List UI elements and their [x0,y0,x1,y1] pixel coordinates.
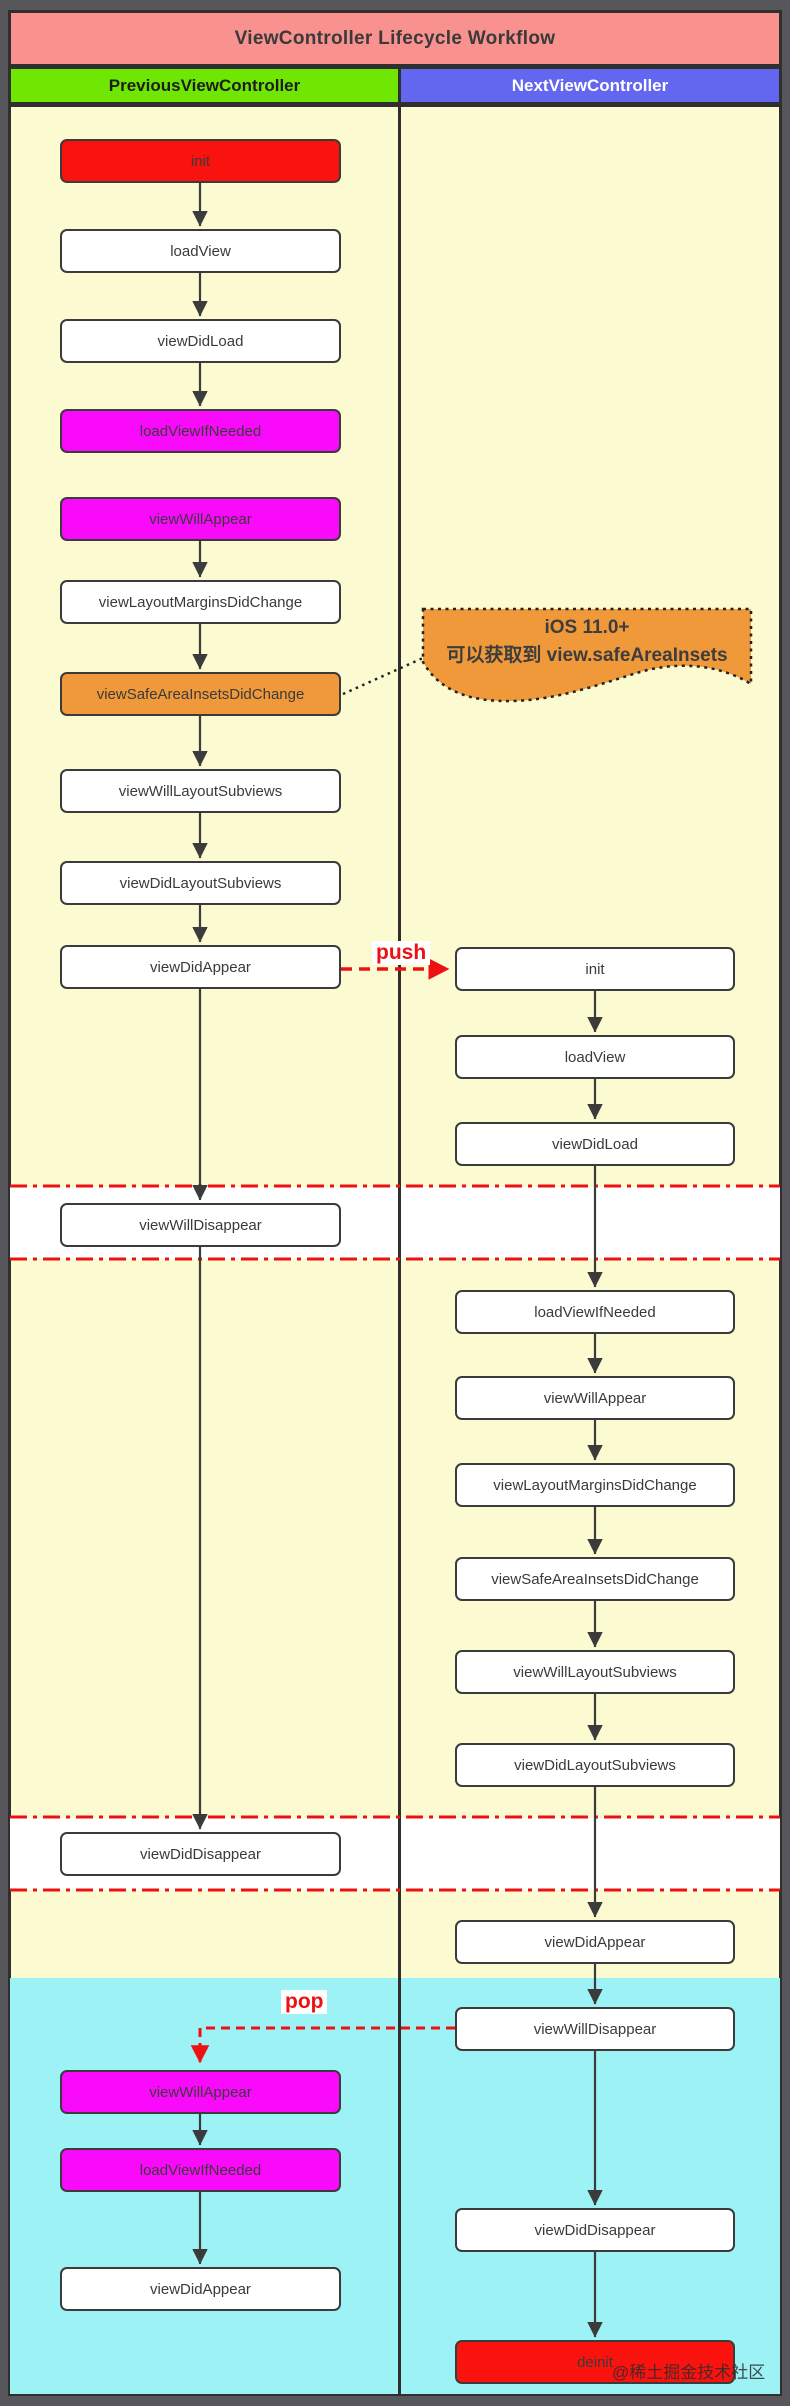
node-prev-viewwilllayoutsubviews: viewWillLayoutSubviews [60,769,341,813]
node-prev-viewwillappear-pop: viewWillAppear [60,2070,341,2114]
node-next-viewwilldisappear: viewWillDisappear [455,2007,735,2051]
node-next-viewlayoutmarginsdidchange: viewLayoutMarginsDidChange [455,1463,735,1507]
node-next-loadview: loadView [455,1035,735,1079]
node-next-viewdidappear: viewDidAppear [455,1920,735,1964]
push-label: push [372,941,431,965]
column-header-previous: PreviousViewController [8,66,401,105]
node-prev-viewsafeareainsetsdidchange: viewSafeAreaInsetsDidChange [60,672,341,716]
node-prev-viewdidappear: viewDidAppear [60,945,341,989]
node-prev-viewdidappear-pop: viewDidAppear [60,2267,341,2311]
node-next-viewdiddisappear: viewDidDisappear [455,2208,735,2252]
watermark: @稀土掘金技术社区 [612,2363,766,2382]
pop-label: pop [281,1990,328,2014]
callout-line2: 可以获取到 view.safeAreaInsets [446,645,728,666]
node-prev-viewdidlayoutsubviews: viewDidLayoutSubviews [60,861,341,905]
node-prev-loadviewifneeded-pop: loadViewIfNeeded [60,2148,341,2192]
node-next-init: init [455,947,735,991]
node-next-viewwilllayoutsubviews: viewWillLayoutSubviews [455,1650,735,1694]
node-prev-viewdiddisappear: viewDidDisappear [60,1832,341,1876]
node-next-deinit: deinit [455,2340,735,2384]
node-prev-viewlayoutmarginsdidchange: viewLayoutMarginsDidChange [60,580,341,624]
callout-note: iOS 11.0+ 可以获取到 view.safeAreaInsets [424,614,750,670]
column-header-next: NextViewController [398,66,782,105]
node-prev-loadviewifneeded: loadViewIfNeeded [60,409,341,453]
node-next-viewdidlayoutsubviews: viewDidLayoutSubviews [455,1743,735,1787]
node-next-viewdidload: viewDidLoad [455,1122,735,1166]
callout-line1: iOS 11.0+ [544,617,630,638]
column-divider [398,104,401,2396]
node-prev-viewdidload: viewDidLoad [60,319,341,363]
node-next-viewwillappear: viewWillAppear [455,1376,735,1420]
diagram-title: ViewController Lifecycle Workflow [8,10,782,67]
node-next-loadviewifneeded: loadViewIfNeeded [455,1290,735,1334]
node-prev-loadview: loadView [60,229,341,273]
node-prev-init: init [60,139,341,183]
node-prev-viewwilldisappear: viewWillDisappear [60,1203,341,1247]
node-prev-viewwillappear: viewWillAppear [60,497,341,541]
node-next-viewsafeareainsetsdidchange: viewSafeAreaInsetsDidChange [455,1557,735,1601]
